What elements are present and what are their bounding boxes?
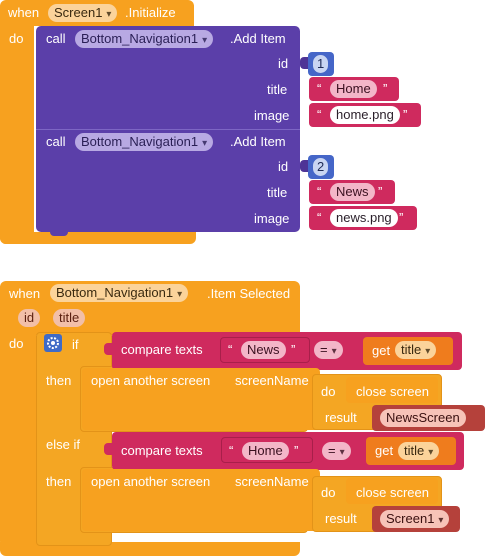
when-label: when	[8, 5, 40, 20]
cond1-text-news[interactable]: News	[241, 341, 286, 359]
quote-close-icon: ”	[383, 81, 388, 96]
open-another-screen-block-2[interactable]	[82, 469, 320, 531]
do-label-then-2: do	[321, 485, 336, 500]
screen-component-dropdown[interactable]: Screen1	[48, 4, 118, 22]
initialize-event-label: .Initialize	[125, 5, 176, 20]
result-label-1: result	[325, 410, 357, 425]
image-param-label-2: image	[254, 211, 290, 226]
quote-close-icon: ”	[403, 107, 408, 122]
quote-close-icon: ”	[378, 184, 383, 199]
call-label-1: call	[46, 31, 66, 46]
close-screen-label-2: close screen	[356, 485, 429, 500]
id-param-label-2: id	[278, 159, 289, 174]
image-value-news-png[interactable]: news.png	[330, 209, 398, 227]
screen-name-label-2: screenName	[235, 474, 309, 489]
if-label: if	[72, 337, 79, 352]
get-label-1: get	[372, 343, 391, 358]
id-value-2[interactable]: 2	[313, 158, 329, 176]
quote-open-icon: “	[229, 443, 234, 458]
add-item-method-label-1: .Add Item	[230, 31, 286, 46]
id-param-label-1: id	[278, 56, 289, 71]
quote-open-icon: “	[317, 210, 322, 225]
title-value-home[interactable]: Home	[330, 80, 377, 98]
do-label: do	[9, 336, 24, 351]
title-param-label-1: title	[267, 82, 288, 97]
title-value-news[interactable]: News	[330, 183, 375, 201]
bottom-nav-component-dropdown-2[interactable]: Bottom_Navigation1	[75, 133, 214, 151]
screen-name-label-1: screenName	[235, 373, 309, 388]
close-screen-block-2[interactable]	[346, 478, 438, 504]
gear-icon[interactable]	[44, 334, 62, 352]
call-label-2: call	[46, 134, 66, 149]
get-label-2: get	[375, 443, 394, 458]
quote-close-icon: ”	[291, 342, 296, 357]
quote-close-icon: ”	[294, 443, 299, 458]
compare-texts-label-2: compare texts	[121, 443, 203, 458]
id-value-1[interactable]: 1	[313, 55, 329, 73]
image-value-home-png[interactable]: home.png	[330, 106, 400, 124]
do-label-then-1: do	[321, 384, 336, 399]
cond2-operator-dropdown[interactable]: =	[322, 442, 351, 460]
then-label-1: then	[46, 373, 72, 388]
get-var-dropdown-2[interactable]: title	[398, 442, 440, 460]
quote-close-icon: ”	[399, 210, 404, 225]
bottom-nav-event-component-dropdown[interactable]: Bottom_Navigation1	[50, 284, 189, 302]
param-title[interactable]: title	[53, 309, 86, 327]
open-another-screen-block-1[interactable]	[82, 368, 320, 430]
bottom-nav-component-dropdown-1[interactable]: Bottom_Navigation1	[75, 30, 214, 48]
title-param-label-2: title	[267, 185, 288, 200]
compare-texts-label-1: compare texts	[121, 342, 203, 357]
do-label: do	[9, 31, 24, 46]
cond2-text-home[interactable]: Home	[242, 442, 289, 460]
param-id[interactable]: id	[18, 309, 41, 327]
close-screen-block-1[interactable]	[346, 377, 438, 403]
then-label-2: then	[46, 474, 72, 489]
result-value-screen1[interactable]: Screen1	[380, 510, 450, 528]
result-label-2: result	[325, 511, 357, 526]
quote-open-icon: “	[317, 184, 322, 199]
image-param-label-1: image	[254, 108, 290, 123]
cond1-operator-dropdown[interactable]: =	[314, 341, 343, 359]
quote-open-icon: “	[228, 342, 233, 357]
get-var-dropdown-1[interactable]: title	[395, 341, 437, 359]
add-item-method-label-2: .Add Item	[230, 134, 286, 149]
close-screen-label-1: close screen	[356, 384, 429, 399]
item-selected-event-label: .Item Selected	[207, 286, 291, 301]
else-if-label: else if	[46, 437, 80, 452]
when-label: when	[9, 286, 41, 301]
quote-open-icon: “	[317, 81, 322, 96]
quote-open-icon: “	[317, 107, 322, 122]
open-screen-label-1: open another screen	[91, 373, 211, 388]
result-value-news-screen[interactable]: NewsScreen	[380, 409, 466, 427]
open-screen-label-2: open another screen	[91, 474, 211, 489]
